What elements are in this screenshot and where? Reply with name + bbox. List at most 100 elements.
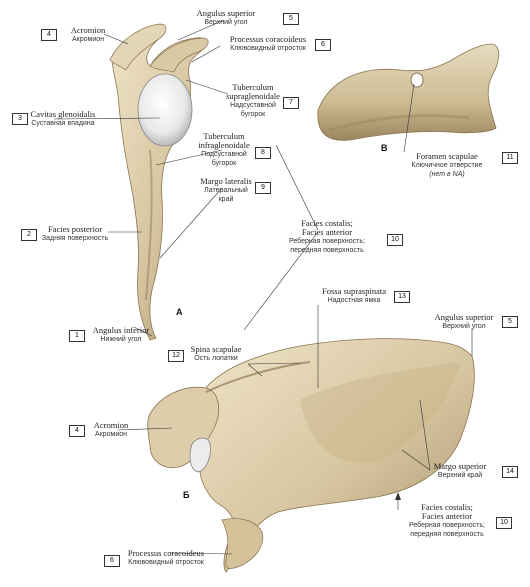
latin-term: Foramen scapulae bbox=[416, 151, 478, 161]
russian-term: Надостная ямка bbox=[327, 297, 381, 304]
label-processus-coracoideus-bottom: Processus coracoideus Клювовидный отрост… bbox=[120, 549, 212, 567]
label-processus-coracoideus-top: Processus coracoideus Клювовидный отрост… bbox=[224, 35, 312, 53]
label-angulus-superior-top: Angulus superior Верхний угол bbox=[188, 9, 264, 27]
latin-term: Angulus superior bbox=[434, 312, 494, 322]
label-number-cavitas-glenoidalis: 3 bbox=[12, 113, 28, 125]
view-a-lateral-scapula bbox=[109, 23, 209, 341]
russian-term-1: Латеральный bbox=[204, 187, 248, 194]
russian-term-1: Реберная поверхность; bbox=[409, 522, 485, 529]
lateral-border-shadow bbox=[145, 149, 153, 301]
latin-term: Acromion bbox=[70, 25, 106, 35]
russian-term: Ость лопатки bbox=[194, 355, 238, 362]
russian-term: Акромион bbox=[72, 36, 104, 43]
scapula-lateral-body bbox=[111, 25, 207, 341]
superior-shadow bbox=[329, 114, 471, 132]
label-number-tuberculum-supraglenoidale: 7 bbox=[283, 97, 299, 109]
label-angulus-inferior: Angulus inferior Нижний угол bbox=[86, 326, 156, 344]
latin-term-2: Facies anterior bbox=[421, 511, 473, 521]
label-margo-lateralis: Margo lateralis Латеральный край bbox=[196, 177, 256, 204]
label-tuberculum-infraglenoidale: Tuberculum infraglenoidale Подсуставной … bbox=[192, 132, 256, 168]
latin-term: Fossa supraspinata bbox=[322, 286, 386, 296]
russian-term: Клювовидный отросток bbox=[230, 45, 306, 52]
label-number-angulus-superior-top: 5 bbox=[283, 13, 299, 25]
spine-ridge bbox=[205, 361, 311, 393]
russian-term: Нижний угол bbox=[100, 336, 142, 343]
russian-term: Акромион bbox=[95, 431, 127, 438]
label-acromion-top: Acromion Акромион bbox=[60, 26, 116, 44]
label-number-fossa-supraspinata: 13 bbox=[394, 291, 410, 303]
russian-term-2: передняя поверхность bbox=[290, 247, 364, 254]
label-number-margo-superior: 14 bbox=[502, 466, 518, 478]
arrow-up-icon bbox=[395, 492, 401, 500]
label-number-acromion-bottom: 4 bbox=[69, 425, 85, 437]
view-label-b: Б bbox=[183, 490, 190, 500]
label-facies-costalis-top: Facies costalis; Facies anterior Реберна… bbox=[284, 219, 370, 255]
view-label-v: В bbox=[381, 143, 388, 153]
view-v-superior-scapula bbox=[317, 43, 500, 141]
label-number-tuberculum-infraglenoidale: 8 bbox=[255, 147, 271, 159]
leader-lines bbox=[53, 19, 473, 555]
russian-term-2: (нет в NA) bbox=[429, 171, 465, 178]
russian-term-2: передняя поверхность bbox=[410, 531, 484, 538]
acromion-a bbox=[109, 23, 167, 71]
latin-term: Processus coracoideus bbox=[229, 34, 307, 44]
latin-term: Angulus inferior bbox=[92, 325, 150, 335]
label-tuberculum-supraglenoidale: Tuberculum supraglenoidale Надсуставной … bbox=[222, 83, 284, 119]
label-number-angulus-superior-bottom: 5 bbox=[502, 316, 518, 328]
russian-term-2: бугорок bbox=[211, 160, 237, 167]
latin-term: Cavitas glenoidalis bbox=[30, 109, 96, 119]
latin-term: Angulus superior bbox=[196, 8, 256, 18]
label-number-angulus-inferior: 1 bbox=[69, 330, 85, 342]
russian-term: Верхний край bbox=[437, 472, 483, 479]
russian-term: Клювовидный отросток bbox=[128, 559, 204, 566]
russian-term-1: Реберная поверхность; bbox=[289, 238, 365, 245]
russian-term: Верхний угол bbox=[442, 323, 486, 330]
latin-term-1: Facies costalis; bbox=[301, 218, 353, 228]
scapula-posterior-body bbox=[198, 338, 475, 573]
latin-term: Margo lateralis bbox=[200, 176, 252, 186]
russian-term: Верхний угол bbox=[204, 19, 248, 26]
latin-term-1: Tuberculum bbox=[203, 131, 245, 141]
coracoid-b bbox=[221, 518, 264, 569]
coracoid-a bbox=[149, 37, 209, 73]
russian-term-1: Ключичное отверстие bbox=[411, 162, 483, 169]
label-number-facies-costalis-top: 10 bbox=[387, 234, 403, 246]
russian-term-2: бугорок bbox=[240, 111, 266, 118]
label-number-processus-coracoideus-top: 6 bbox=[315, 39, 331, 51]
glenoid-b bbox=[189, 437, 211, 473]
label-fossa-supraspinata: Fossa supraspinata Надостная ямка bbox=[318, 287, 390, 305]
russian-term-1: Подсуставной bbox=[201, 151, 247, 158]
label-number-margo-lateralis: 9 bbox=[255, 182, 271, 194]
latin-term: Facies posterior bbox=[47, 224, 103, 234]
latin-term-2: supraglenoidale bbox=[226, 91, 280, 101]
label-facies-posterior: Facies posterior Задняя поверхность bbox=[38, 225, 112, 243]
label-spina-scapulae: Spina scapulae Ость лопатки bbox=[184, 345, 248, 363]
label-number-acromion-top: 4 bbox=[41, 29, 57, 41]
label-cavitas-glenoidalis: Cavitas glenoidalis Суставная впадина bbox=[28, 110, 98, 128]
label-number-facies-posterior: 2 bbox=[21, 229, 37, 241]
label-facies-costalis-bottom: Facies costalis; Facies anterior Реберна… bbox=[402, 503, 492, 539]
label-acromion-bottom: Acromion Акромион bbox=[86, 421, 136, 439]
latin-term-2: Facies anterior bbox=[301, 227, 353, 237]
label-angulus-superior-bottom: Angulus superior Верхний угол bbox=[428, 313, 500, 331]
label-number-spina-scapulae: 12 bbox=[168, 350, 184, 362]
foramen-scapulae bbox=[410, 72, 424, 88]
label-foramen-scapulae: Foramen scapulae Ключичное отверстие (не… bbox=[404, 152, 490, 179]
view-b-posterior-scapula bbox=[147, 338, 475, 573]
latin-term: Margo superior bbox=[433, 461, 487, 471]
latin-term-2: infraglenoidale bbox=[198, 140, 250, 150]
latin-term-1: Facies costalis; bbox=[421, 502, 473, 512]
latin-term-1: Tuberculum bbox=[232, 82, 274, 92]
view-label-a: А bbox=[176, 307, 183, 317]
label-number-foramen-scapulae: 11 bbox=[502, 152, 518, 164]
russian-term-1: Надсуставной bbox=[230, 102, 276, 109]
glenoid-cavity-a bbox=[137, 73, 193, 147]
russian-term: Задняя поверхность bbox=[41, 235, 109, 242]
label-number-processus-coracoideus-bottom: 6 bbox=[104, 555, 120, 567]
label-number-facies-costalis-bottom: 10 bbox=[496, 517, 512, 529]
latin-term: Spina scapulae bbox=[190, 344, 242, 354]
latin-term: Processus coracoideus bbox=[127, 548, 205, 558]
latin-term: Acromion bbox=[93, 420, 129, 430]
